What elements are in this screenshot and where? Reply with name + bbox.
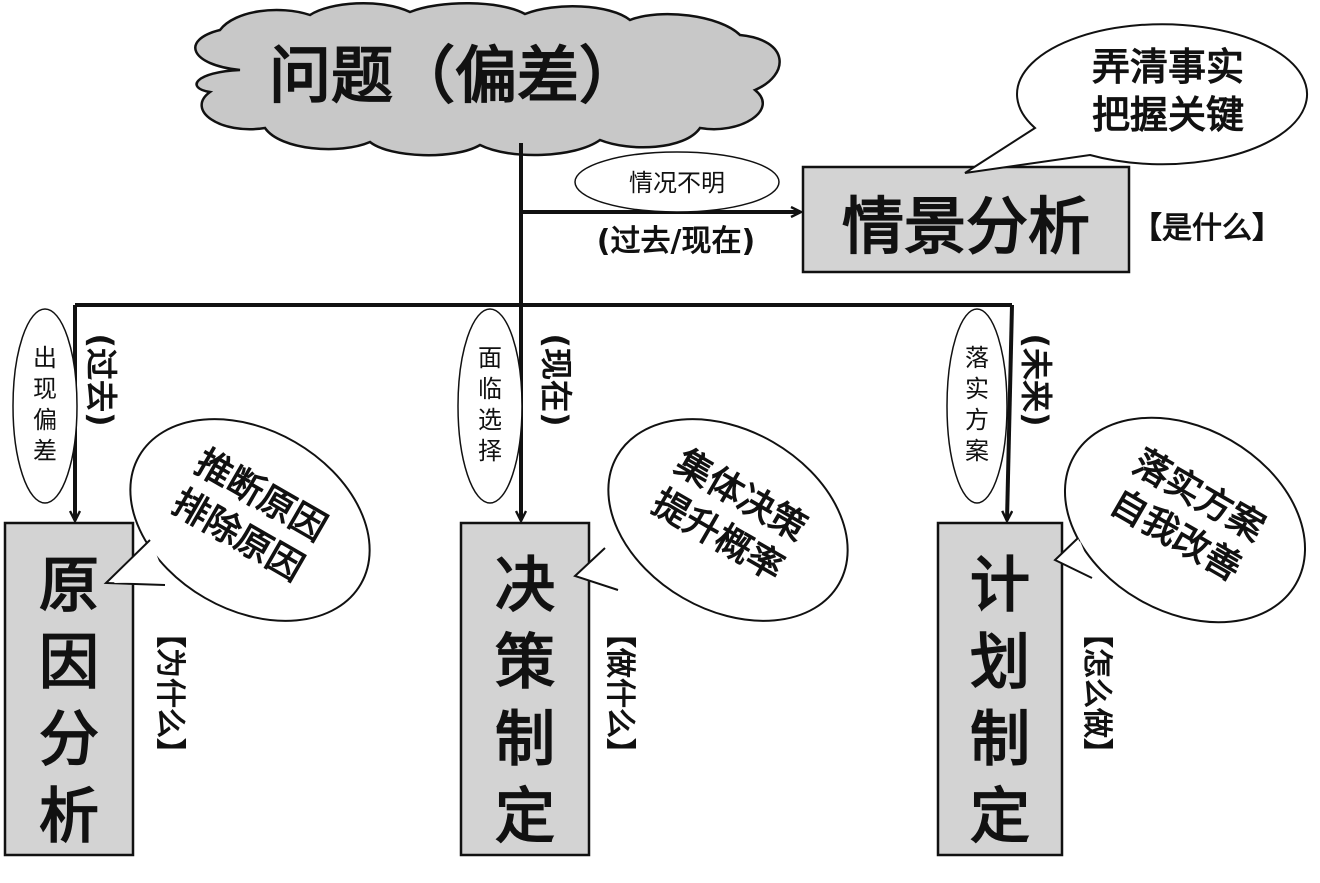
cause-box-label-char: 原: [39, 551, 99, 621]
decision-callout-tail-fill: [583, 551, 620, 587]
situation-condition: 情况不明: [629, 169, 725, 197]
plan-box-rect: [936, 521, 1064, 857]
cause-condition-char: 差: [33, 437, 57, 465]
plan-question: 【怎么做】: [1079, 618, 1114, 768]
decision-time: (现在): [537, 333, 575, 426]
decision-condition-ellipse: [457, 308, 523, 504]
situation-callout-line1: 弄清事实: [1092, 45, 1244, 89]
plan-box-label-char: 定: [970, 782, 1030, 852]
situation-box-label: 情景分析: [842, 190, 1090, 263]
cause-callout-bubble: [129, 418, 371, 622]
plan-condition: 落实方案: [946, 308, 1008, 504]
decision-condition-char: 选: [478, 406, 502, 434]
problem-title: 问题（偏差）: [269, 39, 641, 112]
situation-question: 【是什么】: [1132, 211, 1282, 246]
plan-condition-char: 方: [965, 406, 989, 434]
plan-arrow: [1007, 304, 1014, 520]
plan-box-label-char: 制: [970, 705, 1030, 775]
decision-condition-char: 择: [478, 437, 502, 465]
decision-time-label: (现在): [537, 333, 575, 426]
cause-condition-char: 现: [33, 375, 57, 403]
decision-box-label-char: 决: [495, 551, 555, 621]
plan-condition-char: 实: [965, 375, 989, 403]
plan-box-label-char: 计: [970, 551, 1030, 621]
decision-callout-bubble: [607, 418, 849, 622]
cause-question: 【为什么】: [152, 618, 187, 768]
plan-question-label: 【怎么做】: [1079, 618, 1114, 768]
decision-condition-char: 面: [478, 344, 502, 372]
cause-condition-char: 偏: [33, 406, 57, 434]
decision-question-label: 【做什么】: [602, 618, 637, 768]
plan-box-label-char: 划: [970, 628, 1030, 698]
decision-condition-char: 临: [478, 375, 502, 403]
cause-callout-tail-fill: [114, 543, 167, 583]
cause-condition-ellipse: [12, 308, 78, 504]
decision-box-label-char: 定: [495, 782, 555, 852]
situation-box: [801, 165, 1131, 274]
situation-callout-line2: 把握关键: [1092, 93, 1244, 137]
plan-time: (未来): [1017, 333, 1055, 426]
cause-time: (过去): [82, 333, 120, 426]
plan-condition-char: 落: [965, 344, 989, 372]
plan-callout-tail-fill: [1063, 541, 1094, 575]
plan-condition-char: 案: [965, 437, 989, 465]
cause-box-label-char: 因: [39, 628, 99, 698]
decision-box-label-char: 策: [495, 628, 555, 698]
situation-condition-ellipse: [574, 151, 780, 213]
cause-question-label: 【为什么】: [152, 618, 187, 768]
plan-callout-bubble: [1063, 416, 1307, 624]
problem-cloud: 问题（偏差）: [194, 1, 781, 157]
cause-box-label-char: 析: [39, 782, 99, 852]
plan-time-label: (未来): [1017, 333, 1055, 426]
situation-callout-bubble: [964, 23, 1309, 174]
plan-condition-ellipse: [946, 308, 1008, 504]
decision-box-label-char: 制: [495, 705, 555, 775]
cause-time-label: (过去): [82, 333, 120, 426]
situation-analysis: 情况不明 (过去/现在) 情景分析 【是什么】 弄清事实 把握关键: [574, 23, 1309, 274]
cause-condition-char: 出: [33, 344, 57, 372]
decision-question: 【做什么】: [602, 618, 637, 768]
cloud-shape: [194, 1, 781, 157]
decision-box-rect: [459, 521, 591, 857]
situation-time: (过去/现在): [597, 224, 755, 259]
cause-box-label-char: 分: [39, 705, 99, 775]
